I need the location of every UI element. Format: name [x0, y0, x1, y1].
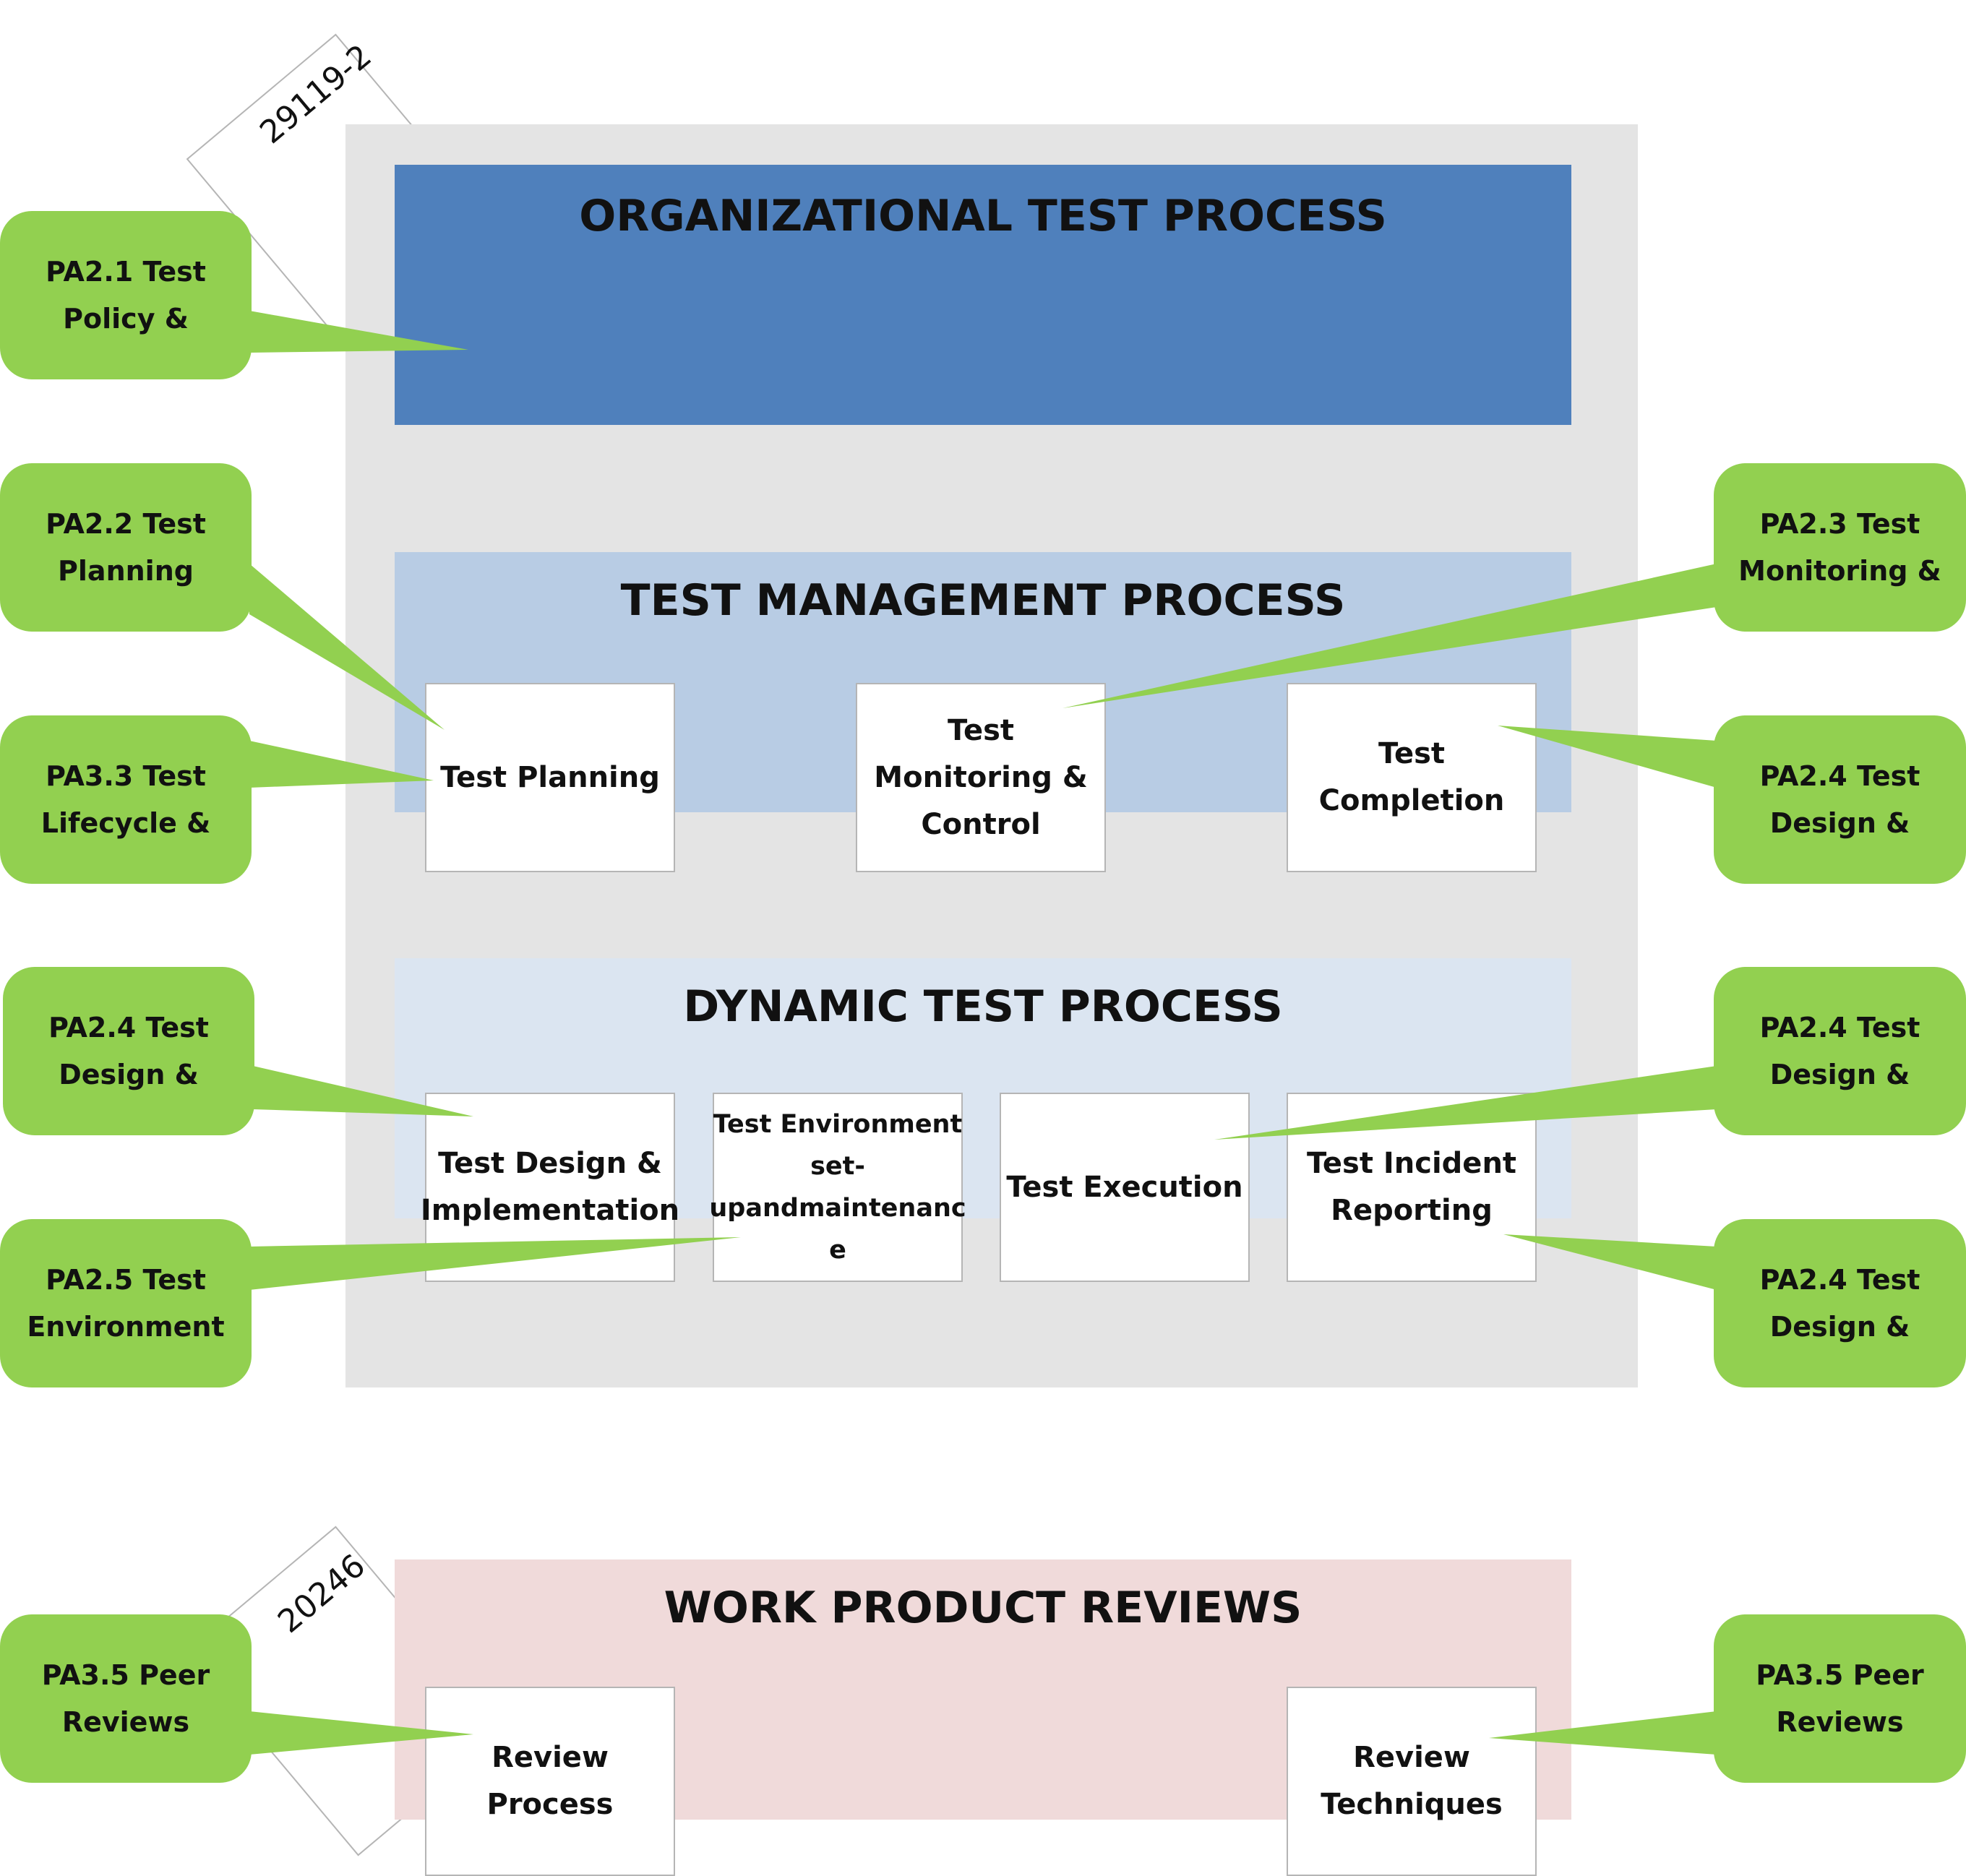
callout-pa3-5-left-text: PA3.5 Peer Reviews [41, 1659, 210, 1738]
callout-pa2-4-left: PA2.4 Test Design & [3, 967, 254, 1135]
pointer-pa2-1 [249, 311, 468, 353]
pointer-pa3-3 [249, 741, 434, 788]
pointer-pa2-3 [1063, 564, 1717, 708]
callout-pa2-4-r3-text: PA2.4 Test Design & [1759, 1264, 1920, 1343]
pointer-pa3-5-right [1489, 1711, 1717, 1755]
pointer-pa2-2 [249, 564, 445, 730]
callout-pa3-3: PA3.3 Test Lifecycle & [0, 715, 252, 884]
callout-pa3-5-right: PA3.5 Peer Reviews [1714, 1614, 1966, 1783]
dynamic-test-process-title: DYNAMIC TEST PROCESS [683, 981, 1283, 1032]
callout-pa2-4-r3: PA2.4 Test Design & [1714, 1219, 1966, 1387]
review-process-box: Review Process [425, 1687, 675, 1876]
callout-pa2-5: PA2.5 Test Environment [0, 1219, 252, 1387]
pointer-pa2-4-left [253, 1066, 473, 1116]
callout-pa2-4-left-text: PA2.4 Test Design & [48, 1012, 209, 1090]
callout-pa3-5-left: PA3.5 Peer Reviews [0, 1614, 252, 1783]
callout-pa3-3-text: PA3.3 Test Lifecycle & [40, 760, 211, 839]
work-product-reviews-title: WORK PRODUCT REVIEWS [664, 1583, 1302, 1633]
test-management-process-title: TEST MANAGEMENT PROCESS [620, 575, 1346, 626]
pointer-pa2-4-r1 [1498, 726, 1717, 788]
test-environment-box: Test Environment set-upandmaintenanc e [709, 1093, 966, 1282]
pointer-pa2-5 [249, 1237, 741, 1290]
callout-pa2-2: PA2.2 Test Planning [0, 463, 252, 632]
callout-pa2-2-text: PA2.2 Test Planning [46, 508, 206, 587]
organizational-test-process-band: ORGANIZATIONAL TEST PROCESS [395, 165, 1571, 425]
organizational-test-process-title: ORGANIZATIONAL TEST PROCESS [579, 191, 1387, 241]
test-completion-box: Test Completion [1287, 683, 1537, 872]
pointer-pa2-4-r3 [1503, 1234, 1717, 1290]
callout-pa2-4-r1-text: PA2.4 Test Design & [1759, 760, 1920, 839]
callout-pa2-4-r2: PA2.4 Test Design & [1714, 967, 1966, 1135]
test-monitoring-control-box: Test Monitoring & Control [856, 683, 1106, 872]
callout-pa2-3-text: PA2.3 Test Monitoring & [1738, 508, 1941, 587]
callout-pa2-4-r1: PA2.4 Test Design & [1714, 715, 1966, 884]
review-techniques-box: Review Techniques [1287, 1687, 1537, 1876]
callout-pa2-4-r2-text: PA2.4 Test Design & [1759, 1012, 1920, 1090]
test-execution-box: Test Execution [1000, 1093, 1250, 1282]
test-planning-box: Test Planning [425, 683, 675, 872]
callout-pa2-1: PA2.1 Test Policy & [0, 211, 252, 379]
callout-pa2-3: PA2.3 Test Monitoring & [1714, 463, 1966, 632]
callout-pa2-5-text: PA2.5 Test Environment [27, 1264, 225, 1343]
pointer-pa3-5-left [249, 1711, 473, 1755]
callout-pa3-5-right-text: PA3.5 Peer Reviews [1756, 1659, 1924, 1738]
pointer-pa2-4-r2 [1214, 1066, 1717, 1140]
callout-pa2-1-text: PA2.1 Test Policy & [46, 256, 206, 335]
